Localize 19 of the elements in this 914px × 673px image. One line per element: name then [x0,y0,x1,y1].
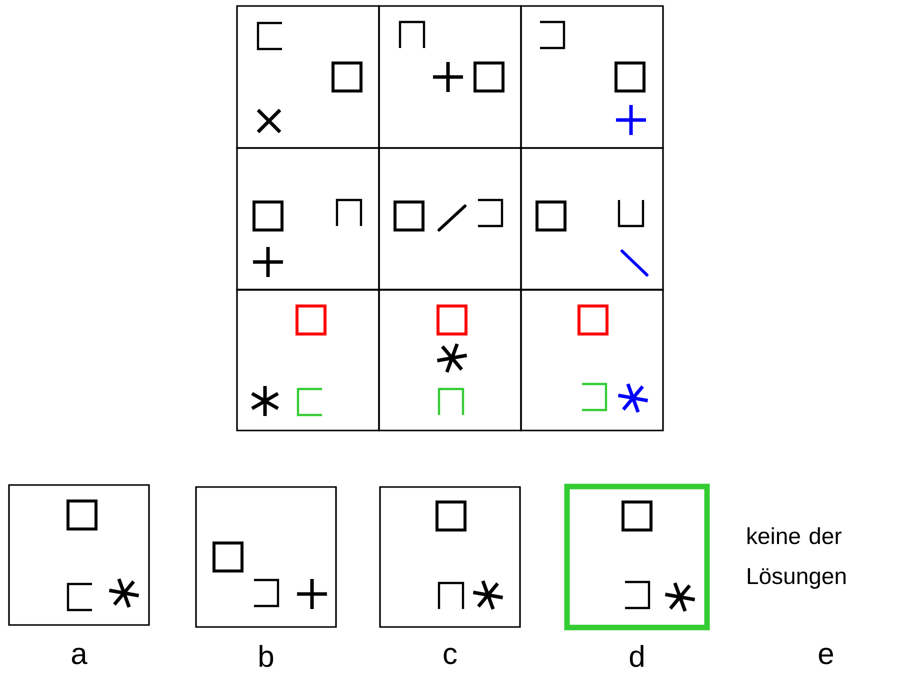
puzzle-cell [378,5,522,149]
answer-box [564,484,710,630]
option-letter: a [72,648,88,664]
option-letter: d [630,645,644,668]
puzzle-cell [520,288,664,432]
puzzle-cell [236,288,380,432]
answer-box [379,486,521,628]
answer-box [8,484,150,626]
puzzle-cell [236,147,380,291]
puzzle-cell [520,5,664,149]
option-letter: b [260,645,274,668]
option-letter: e [818,648,834,664]
puzzle-cell [520,147,664,291]
puzzle-cell [378,147,522,291]
option-letter: c [444,648,457,664]
puzzle-cell [378,288,522,432]
answer-box [195,486,337,628]
option-text: keine der Lösungen [748,527,846,589]
puzzle-cell [236,5,380,149]
